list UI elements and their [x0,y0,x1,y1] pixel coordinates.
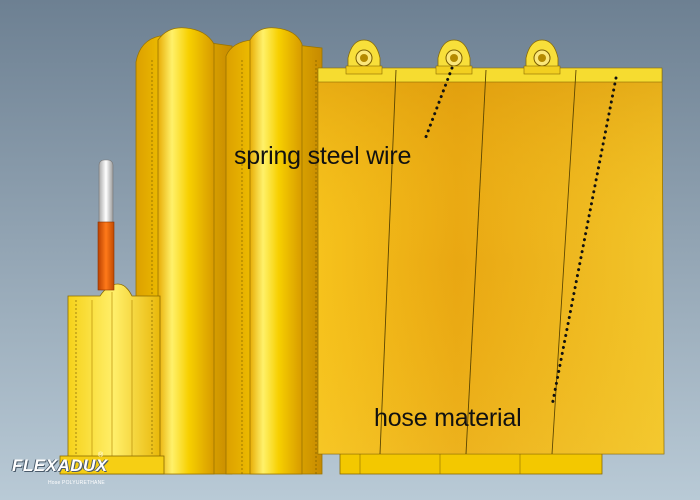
wire-loop-3 [523,39,561,75]
leader-hose-material [550,76,618,408]
brand-logo-tagline: Hose POLYURETHANE [48,480,105,486]
exposed-wire [97,159,115,291]
brand-logo-registered: ® [98,452,104,459]
hose-panel [317,67,665,455]
brand-logo: FLEXADUX [12,456,108,475]
label-spring-steel-wire: spring steel wire [234,142,412,170]
wire-loops [345,39,561,75]
wire-loop-1 [345,39,383,75]
label-hose-material: hose material [374,404,522,432]
hose-ring-2 [225,27,323,475]
hose-cuff [59,283,165,475]
wire-loop-2 [435,39,473,75]
leader-spring-steel-wire [422,66,454,144]
